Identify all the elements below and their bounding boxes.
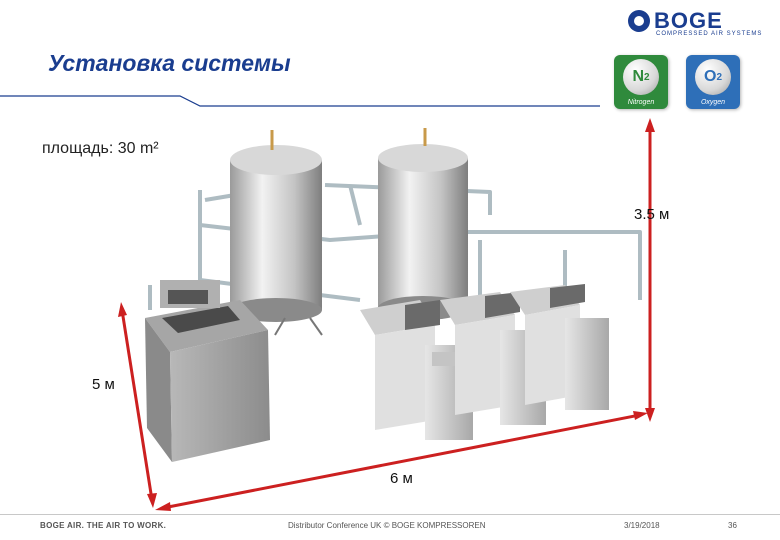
oxygen-label: Oxygen	[700, 99, 726, 106]
nitrogen-label: Nitrogen	[627, 99, 655, 106]
footer-slogan: BOGE AIR. THE AIR TO WORK.	[40, 521, 167, 530]
receiver-tank	[378, 128, 468, 320]
receiver-tank	[230, 130, 323, 336]
depth-dimension-label: 5 м	[92, 376, 115, 393]
footer-conference: Distributor Conference UK © BOGE KOMPRES…	[288, 521, 486, 530]
footer-divider	[0, 514, 780, 515]
generator-unit	[360, 300, 473, 440]
logo-brand: BOGE	[654, 8, 723, 33]
boge-logo: BOGE COMPRESSED AIR SYSTEMS	[628, 8, 761, 40]
compressor	[145, 280, 270, 462]
footer-date: 3/19/2018	[624, 521, 660, 530]
generator-units	[360, 284, 609, 440]
generator-unit	[510, 284, 609, 410]
area-label: площадь: 30 m²	[42, 140, 159, 157]
logo-tagline: COMPRESSED AIR SYSTEMS	[656, 31, 763, 37]
header-rule	[0, 95, 600, 107]
width-dimension-arrow	[162, 413, 641, 510]
depth-dimension-arrow	[120, 309, 154, 501]
height-dimension-label: 3.5 м	[634, 206, 670, 223]
boge-logo-mark	[628, 10, 650, 32]
dimension-arrows	[118, 118, 655, 511]
width-dimension-label: 6 м	[390, 470, 413, 487]
page-title: Установка системы	[48, 50, 291, 76]
page-number: 36	[728, 521, 737, 530]
